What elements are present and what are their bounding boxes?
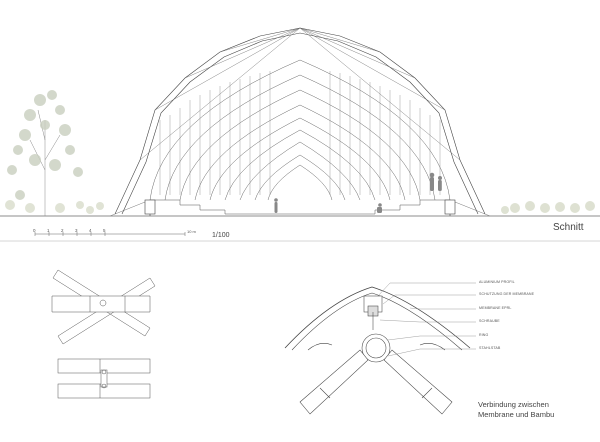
bamboo-joint-detail-2 — [57, 358, 151, 399]
scale-tick: 3 — [75, 228, 78, 233]
shrubs-right — [501, 201, 595, 214]
scale-bar — [34, 232, 186, 236]
detail-label: ALUMINIUM PROFIL — [479, 280, 515, 284]
dome-structure — [114, 27, 486, 216]
detail-label: SCHRAUBE — [479, 319, 500, 323]
scale-tick: 5 — [103, 228, 106, 233]
detail-caption-line-2: Membrane und Bambu — [478, 410, 555, 419]
detail-label: MEMBRANE EPRL — [479, 306, 512, 310]
scale-tick: 0 — [33, 228, 36, 233]
scale-ratio: 1/100 — [212, 232, 230, 239]
scale-unit: 10 m — [187, 229, 196, 234]
scale-tick: 1 — [47, 228, 50, 233]
detail-caption-line-1: Verbindung zwischen — [478, 400, 549, 409]
scale-tick: 2 — [61, 228, 64, 233]
people — [274, 172, 442, 213]
detail-label: SCHUTZUNG DER MEMBRANE — [479, 292, 535, 296]
scale-tick: 4 — [89, 228, 92, 233]
detail-label: STAHLSTAB — [479, 346, 501, 350]
membrane-connection-detail — [284, 286, 471, 415]
bamboo-joint-detail-1 — [51, 269, 156, 345]
detail-leaders — [377, 282, 476, 357]
tree — [5, 90, 104, 216]
section-title: Schnitt — [553, 222, 584, 233]
section-drawing — [0, 199, 600, 242]
detail-label: RING — [479, 333, 489, 337]
